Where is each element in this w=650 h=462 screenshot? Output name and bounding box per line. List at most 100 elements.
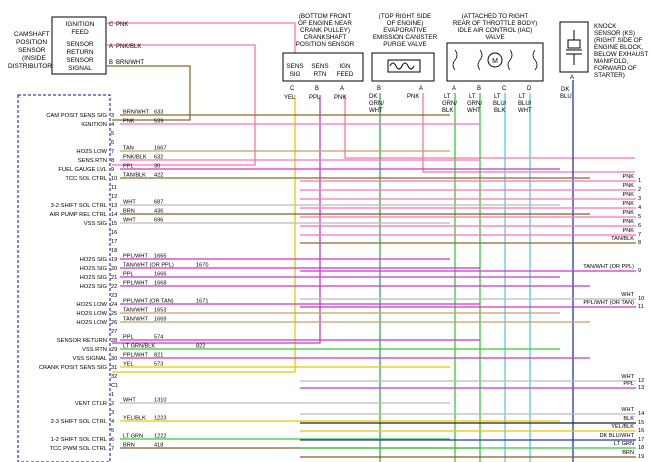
pcm-pin-number: C1 [111, 383, 118, 389]
pcm-row-circuit: 1669 [154, 317, 166, 323]
crankshaft-position-sensor: (BOTTOM FRONT OF ENGINE NEAR CRANK PULLE… [282, 13, 364, 101]
pcm-row-color: BRN [123, 209, 135, 215]
right-output: TAN/WHT (OR PPL)9 [300, 264, 641, 274]
evap-pin-a: A [419, 86, 423, 92]
iac-wire-a2: GRN/ [442, 101, 457, 107]
pcm-signal-label: VSS SIGNAL [73, 356, 108, 362]
iac-wire-d3: WHT [518, 108, 532, 114]
pcm-row-circuit: 418 [154, 443, 163, 449]
pcm-row-circuit: 1667 [154, 146, 166, 152]
pcm-row: 23 [111, 293, 117, 299]
right-output-label: PPL/WHT (OR TAN) [583, 300, 634, 306]
pcm-pin-number: 12 [111, 194, 117, 200]
evap-wire-wht: WHT [369, 108, 383, 114]
idle-air-control-valve: (ATTACHED TO RIGHT REAR OF THROTTLE BODY… [442, 13, 544, 114]
pcm-row-color: PPL/WHT [123, 281, 148, 287]
iac-pin-d: D [527, 86, 532, 92]
pcm-pin-number: 32 [111, 374, 117, 380]
iac-wire-c2: BLU/ [493, 101, 507, 107]
right-output-number: 8 [638, 240, 641, 246]
pcm-signal-label: CRANK POSIT SENS SIG [39, 365, 108, 371]
pcm-row-circuit: 1671 [196, 299, 208, 305]
right-output-label: PPL [623, 381, 634, 387]
iac-wire-c3: BLK [494, 108, 505, 114]
right-output-label: BRN [622, 450, 634, 456]
pcm-row-color: PPL [123, 335, 134, 341]
right-output-number: 3 [638, 196, 641, 202]
pcm-signal-label: HO2S SIG [80, 275, 108, 281]
pcm-pin-number: 5 [111, 131, 114, 137]
pcm-row-circuit: 633 [154, 110, 163, 116]
ckp-label-rtn: RTN [314, 71, 327, 78]
pcm-row: 16 [111, 230, 117, 236]
evap-wire-pnk: PNK [407, 94, 419, 100]
pcm-pin-number: 16 [111, 230, 117, 236]
ckp-wire-ppl: PPL [309, 95, 321, 101]
evap-caption-1: (TOP RIGHT SIDE [379, 13, 431, 20]
evap-coil-symbol [387, 59, 421, 73]
right-output-label: DK BLU/WHT [600, 433, 635, 439]
pcm-pin-number: 20 [111, 266, 117, 272]
right-output-number: 19 [638, 454, 644, 460]
cmp-pin-label-sensor: SENSOR [66, 41, 94, 48]
ks-caption-6: MANIFOLD, [594, 58, 629, 65]
pcm-row: 27 [111, 329, 117, 335]
pcm-pin-number: 31 [111, 365, 117, 371]
evap-pin-b: B [377, 86, 381, 92]
ckp-label-feed: FEED [337, 71, 354, 78]
pcm-row-circuit: 687 [154, 200, 163, 206]
pcm-pin-number: 18 [111, 248, 117, 254]
iac-caption-1: (ATTACHED TO RIGHT [462, 13, 529, 20]
pcm-row-circuit: 1666 [154, 272, 166, 278]
cmp-wire-a: PNK/BLK [116, 44, 141, 50]
pcm-row-color: LT GRN/BLK [123, 344, 155, 350]
ks-caption-7: FORWARD OF [594, 65, 637, 72]
ks-pin-a: A [570, 75, 574, 81]
iac-pin-b: B [477, 86, 481, 92]
iac-wire-c1: LT [494, 94, 501, 100]
evap-box [371, 52, 435, 82]
pcm-row-color: TAN/WHT [123, 308, 149, 314]
pcm-row: 18 [111, 248, 117, 254]
ckp-label-sens2: SENS [311, 63, 328, 70]
pcm-pin-number: 3 [111, 113, 114, 119]
cmp-name-5: DISTRIBUTOR) [8, 63, 54, 70]
pcm-row-circuit: 1665 [154, 254, 166, 260]
pcm-row-circuit: 539 [154, 119, 163, 125]
pcm-row: 1 [111, 392, 114, 398]
pcm-row: 5 [111, 428, 114, 434]
cmp-pin-label-feed: FEED [71, 29, 89, 36]
pcm-pin-number: 23 [111, 293, 117, 299]
right-output-number: 9 [638, 268, 641, 274]
cmp-wire-c: PNK [116, 22, 128, 28]
pcm-row-circuit: 422 [154, 173, 163, 179]
pcm-row-color: PPL [123, 164, 134, 170]
pcm-pin-number: 4 [111, 419, 114, 425]
pcm-row-color: TAN [123, 146, 134, 152]
pcm-row-color: WHT [123, 398, 136, 404]
pcm-pin-number: 6 [111, 437, 114, 443]
right-output-number: 12 [638, 378, 644, 384]
pcm-pin-number: 28 [111, 338, 117, 344]
ks-caption-5: BELOW EXHAUST [594, 51, 648, 58]
pcm-row: 5 [111, 131, 114, 137]
iac-wire-b1: LT [469, 94, 476, 100]
pcm-signal-label: HO2S SIG [80, 257, 108, 263]
